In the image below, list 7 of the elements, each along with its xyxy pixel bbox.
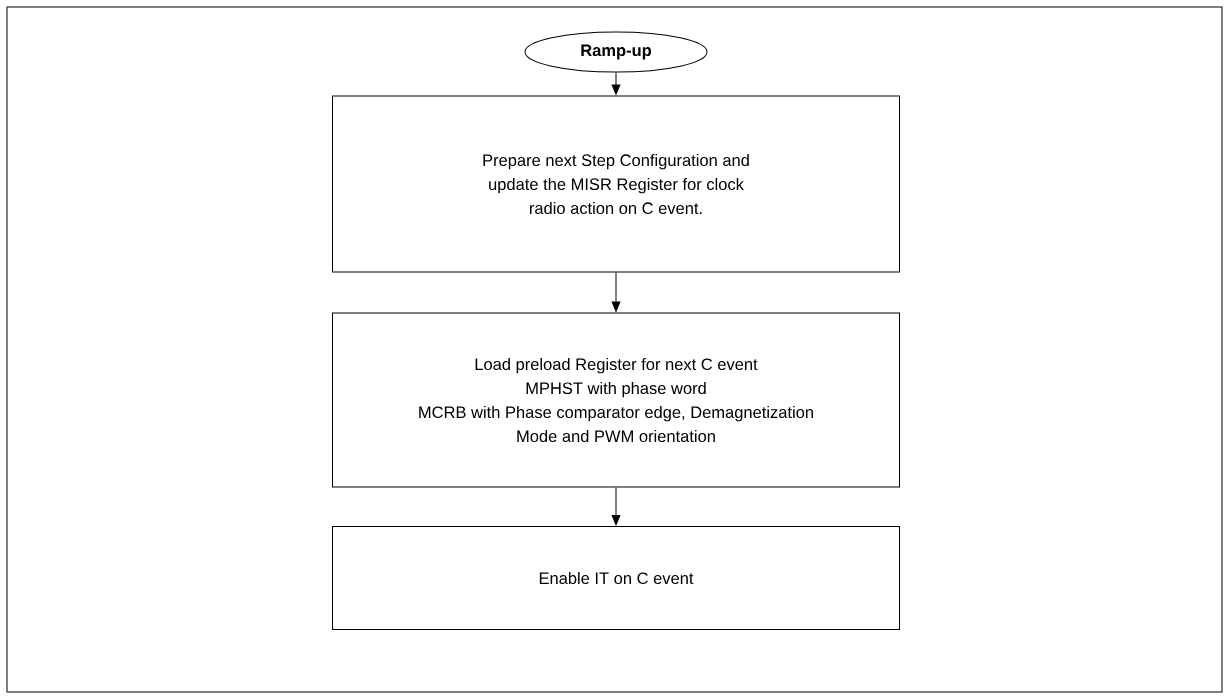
arrow: [611, 272, 621, 312]
arrow: [611, 487, 621, 526]
process-box: Load preload Register for next C event MPHST with phase word MCRB with Phase comparator edge, Demagnetization Mode and PWM orientation: [332, 312, 900, 488]
process-box: Prepare next Step Configuration and update the MISR Register for clock radio action on C event.: [332, 95, 900, 273]
process-box: Enable IT on C event: [332, 526, 900, 630]
start-terminal: Ramp-up: [524, 31, 708, 73]
arrow: [611, 72, 621, 95]
